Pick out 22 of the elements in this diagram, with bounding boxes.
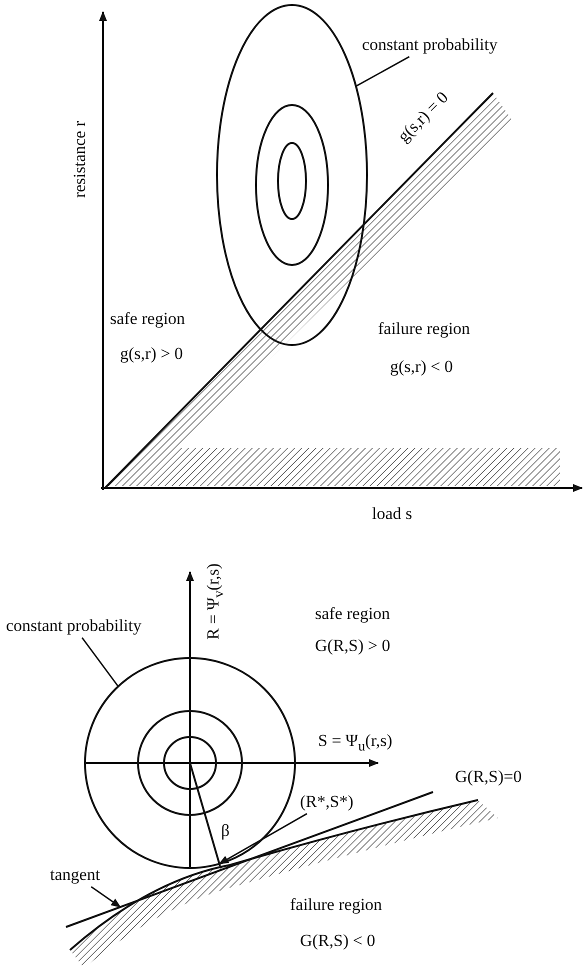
region-label: failure region — [290, 896, 382, 915]
equation-label: G(R,S) < 0 — [300, 932, 376, 951]
leader-line — [218, 813, 308, 864]
symbol-label: β — [221, 822, 230, 841]
callout-label: (R*,S*) — [300, 793, 354, 812]
region-label: safe region — [315, 605, 390, 624]
callout-label: constant probability — [362, 36, 498, 55]
equation-label: g(s,r) < 0 — [390, 358, 453, 377]
leader-line — [82, 637, 119, 687]
equation-label: G(R,S) > 0 — [315, 637, 390, 656]
callout-label: tangent — [50, 866, 100, 885]
equation-label: g(s,r) > 0 — [120, 345, 183, 364]
axis-label: load s — [372, 505, 412, 524]
region-label: safe region — [110, 310, 186, 329]
axis-label: S = Ψ$_{u}$(r,s) — [318, 732, 392, 755]
leader-line — [90, 886, 122, 908]
region-label: failure region — [378, 320, 470, 339]
contour-circle — [84, 657, 296, 869]
equation-label: G(R,S)=0 — [455, 768, 522, 787]
leader-line — [356, 56, 410, 87]
callout-label: constant probability — [6, 617, 142, 636]
axis-label: resistance r — [71, 120, 90, 198]
